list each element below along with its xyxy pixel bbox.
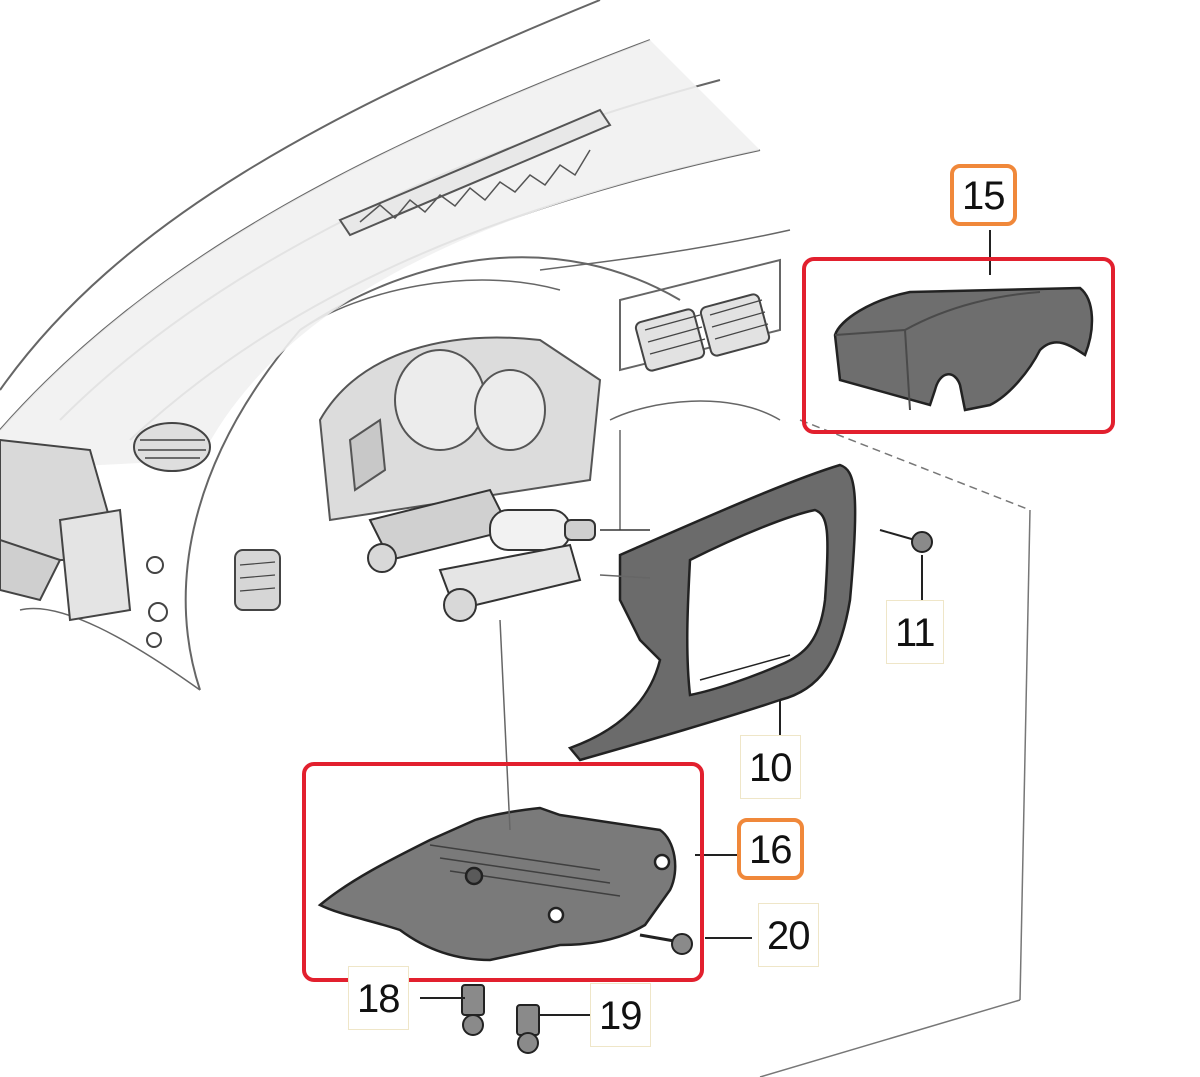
callout-part-15: 15 [950,164,1017,226]
callout-part-20: 20 [758,903,819,967]
highlight-frame-part-16 [302,762,704,982]
ignition-assembly [367,488,650,622]
callout-part-18: 18 [348,966,409,1030]
part-16-lower-cover [317,806,677,962]
instrument-cluster [318,336,602,522]
callout-part-16: 16 [737,818,804,880]
callout-part-11: 11 [886,600,944,664]
part-10-trim [567,463,857,762]
round-vent [133,422,211,472]
dashboard-fill [0,40,760,470]
defroster-vent [338,108,612,237]
center-vents [234,293,771,611]
leader-lines [420,230,991,1016]
highlight-frame-part-15 [802,257,1115,434]
left-panel [0,438,168,648]
callout-part-10: 10 [740,735,801,799]
screws [461,529,933,1054]
callout-part-19: 19 [590,983,651,1047]
part-15-upper-cover [833,286,1094,412]
